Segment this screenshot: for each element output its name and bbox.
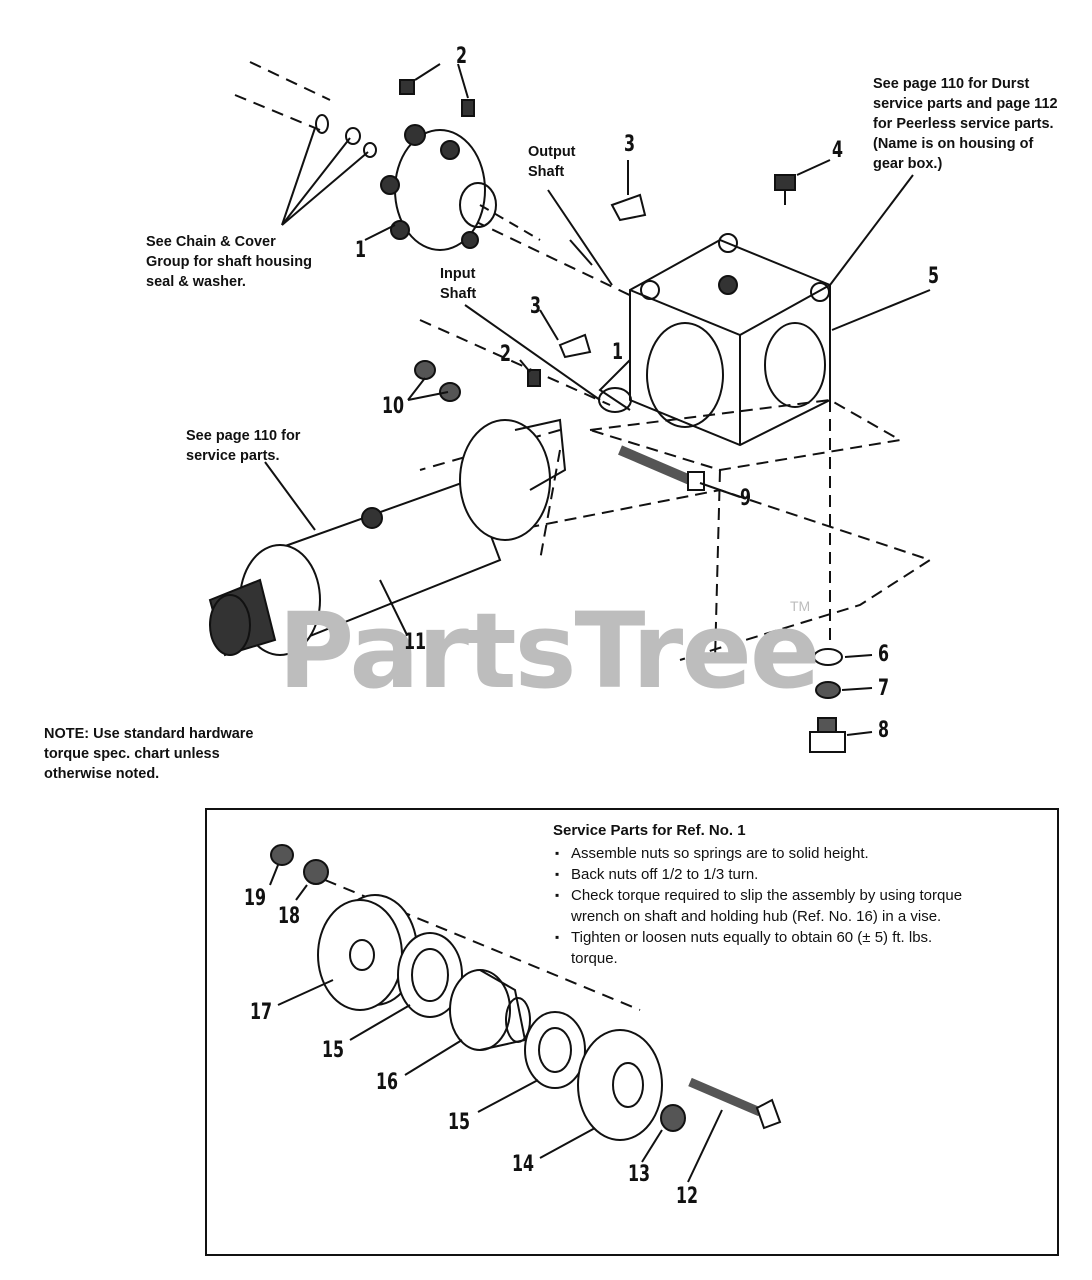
part-5-gearbox [598, 233, 831, 447]
housing-seal [315, 114, 329, 134]
note-torque: NOTE: Use standard hardware torque spec.… [44, 726, 254, 782]
washer-a [345, 127, 361, 145]
label-output-shaft: Output Shaft [528, 144, 576, 180]
callout-12: 12 [676, 1184, 699, 1209]
part-1-slip-clutch [380, 124, 541, 251]
part-11-driveshaft [208, 418, 567, 657]
watermark-trademark: TM [790, 598, 811, 614]
callout-5: 5 [928, 264, 940, 289]
callout-4: 4 [832, 138, 844, 163]
part-10-nut-a [414, 360, 436, 380]
callout-1: 1 [355, 238, 367, 263]
note-driveshaft: See page 110 for service parts. [186, 428, 301, 464]
callout-1-mid: 1 [612, 340, 624, 365]
callout-3-top: 3 [624, 132, 636, 157]
part-6-washer [813, 648, 843, 666]
part-10-nut-b [439, 382, 461, 402]
callout-18: 18 [278, 904, 301, 929]
service-parts-list: Assemble nuts so springs are to solid he… [553, 843, 973, 969]
part-2-bolt-mid [527, 369, 541, 387]
callout-9: 9 [740, 486, 752, 511]
part-2-bolt-top-a [399, 79, 415, 95]
part-8-bolt [809, 717, 846, 753]
callout-3-mid: 3 [530, 294, 542, 319]
note-durst-peerless: See page 110 for Durst service parts and… [873, 76, 1058, 172]
callout-8: 8 [878, 718, 890, 743]
part-3-key-top [610, 193, 647, 222]
label-input-shaft: Input Shaft [440, 266, 477, 302]
callout-2-mid: 2 [500, 342, 512, 367]
callout-17: 17 [250, 1000, 273, 1025]
callout-13: 13 [628, 1162, 651, 1187]
callout-14: 14 [512, 1152, 535, 1177]
callout-19: 19 [244, 886, 267, 911]
part-4-grease-fitting [774, 174, 796, 205]
service-parts-heading: Service Parts for Ref. No. 1 [553, 822, 746, 839]
callout-16: 16 [376, 1070, 399, 1095]
part-7-lockwasher [815, 681, 841, 699]
watermark: PartsTree [278, 590, 820, 712]
service-step: Back nuts off 1/2 to 1/3 turn. [555, 864, 973, 885]
note-chain-cover: See Chain & Cover Group for shaft housin… [146, 234, 312, 290]
service-parts-exploded-view [269, 844, 782, 1183]
callout-10: 10 [382, 394, 405, 419]
service-parts-box [205, 808, 1059, 1256]
part-9-bolt [618, 445, 705, 491]
callout-15-left: 15 [322, 1038, 345, 1063]
callout-15-right: 15 [448, 1110, 471, 1135]
part-3-key-mid [558, 333, 592, 359]
leader-lines [264, 63, 931, 736]
part-2-bolt-top-b [461, 99, 475, 117]
service-step: Assemble nuts so springs are to solid he… [555, 843, 973, 864]
callout-7: 7 [878, 676, 890, 701]
part-19-nut [270, 844, 294, 866]
part-18-spring [303, 859, 329, 885]
mounting-frame [489, 398, 933, 661]
service-step: Tighten or loosen nuts equally to obtain… [555, 927, 973, 969]
washer-b [363, 142, 377, 158]
callout-11: 11 [404, 630, 427, 655]
callout-2-top: 2 [456, 44, 468, 69]
service-parts-instructions: Service Parts for Ref. No. 1 Assemble nu… [553, 820, 973, 969]
service-step: Check torque required to slip the assemb… [555, 885, 973, 927]
callout-6: 6 [878, 642, 890, 667]
